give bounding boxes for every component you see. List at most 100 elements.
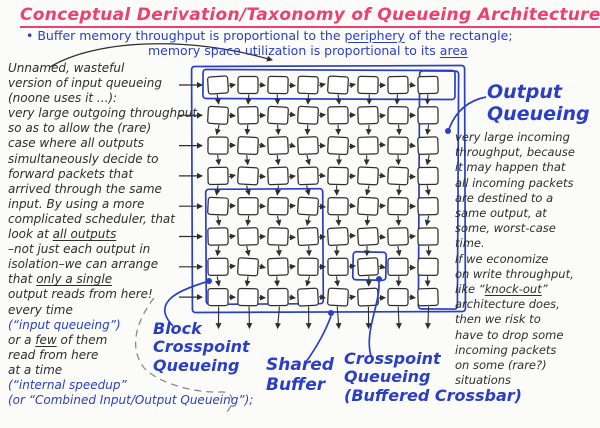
text-line: input. By using a more [8,196,145,211]
queue-box [417,227,439,246]
queue-box [327,106,349,125]
flow-arrow-down [215,276,221,287]
flow-arrow-down [365,124,372,136]
queue-box [357,196,379,216]
output-pointer-dot [445,128,451,134]
flow-arrow-right [378,263,386,270]
queue-box [267,166,289,186]
queue-box [417,136,439,155]
flow-arrow-right [288,294,296,301]
flow-arrow-right [378,112,386,119]
queue-box [387,166,409,186]
flow-arrow-down [305,94,312,105]
text-line: simultaneously decide to [8,151,159,166]
output-queueing-column-outline [417,70,460,310]
flow-arrow-right [258,173,266,180]
text-line: on write throughput, [455,266,574,281]
flow-arrow-down [395,155,402,166]
flow-arrow-right [258,81,266,88]
queue-box [417,166,439,186]
flow-arrow-down [305,276,312,287]
queue-box [267,257,289,277]
text-line: If we economize [455,251,549,266]
output-queueing-label: Output Queueing [487,81,590,125]
text-line: (or “Combined Input/Output Queueing”); [8,393,254,408]
queue-box [297,105,319,125]
shared-buffer-label: Shared Buffer [266,355,334,395]
flow-arrow-down [425,154,432,166]
flow-arrow-down [274,124,281,136]
text-line: (noone uses it ...): [8,91,118,106]
queue-box [237,227,259,246]
flow-arrow-down [244,124,251,136]
flow-arrow-down [335,94,342,105]
flow-arrow-down [215,245,222,257]
text-line: have to drop some [455,327,564,342]
queue-box [387,75,409,95]
queue-box [387,196,409,216]
text-line: very large incoming [455,130,570,144]
queue-box [237,257,259,277]
flow-arrow-down [274,276,280,287]
flow-arrow-right [228,173,236,180]
flow-arrow-down [275,245,282,257]
block-crosspoint-region-outline [204,187,325,306]
queue-box [237,166,259,186]
flow-arrow-down [214,94,221,105]
queue-box [297,226,319,247]
queue-box [417,287,439,307]
text-line: it may happen that [455,160,566,175]
queue-box [357,75,379,95]
flow-arrow-right [348,82,356,89]
flow-arrow-down [305,215,312,226]
text-line: memory space utilization is proportional… [148,43,468,58]
flow-arrow-down [364,215,371,226]
flow-arrow-down [244,276,251,287]
flow-arrow-down [425,124,431,136]
flow-arrow-down [215,215,222,226]
text-line: all incoming packets [455,175,574,190]
flow-arrow-down [305,245,312,257]
text-line: case where all outputs [8,136,145,151]
flow-arrow-down [395,306,402,330]
text-line: incoming packets [455,342,557,357]
text-line: arrived through the same [8,181,162,196]
flow-arrow-right [378,172,386,179]
flow-arrow-down [215,155,222,166]
queue-box [387,136,409,155]
text-line: –not just each output in [8,242,151,257]
flow-arrow-down [244,245,251,257]
flow-arrow-right [318,294,326,300]
queue-box [267,227,289,246]
text-line: like “knock-out” [455,282,548,297]
queue-box [327,287,349,307]
queue-box [267,136,289,156]
queue-box [207,105,229,125]
queue-box [327,75,349,95]
text-line: (“input queueing”) [8,317,121,332]
flow-arrow-down [395,215,402,226]
queue-box [417,106,439,125]
flow-arrow-down [424,306,431,330]
flow-arrow-down [245,215,252,226]
queue-box [357,136,379,155]
queue-box [237,136,259,156]
queue-box [387,227,409,246]
text-line: • Buffer memory throughput is proportion… [26,28,513,43]
queue-box [267,287,289,307]
queue-box [327,257,349,277]
flow-arrow-down [274,155,281,166]
queue-box [357,105,379,125]
queue-box [207,196,229,216]
queue-box [297,287,319,307]
flow-arrow-down [335,306,342,330]
flow-arrow-down [334,276,341,287]
queue-box [387,257,409,276]
queue-box [357,166,379,186]
subtitle-note: • Buffer memory throughput is proportion… [26,28,513,58]
flow-arrow-right [318,112,326,119]
text-line: forward packets that [8,166,134,181]
output-pointer [448,96,487,130]
